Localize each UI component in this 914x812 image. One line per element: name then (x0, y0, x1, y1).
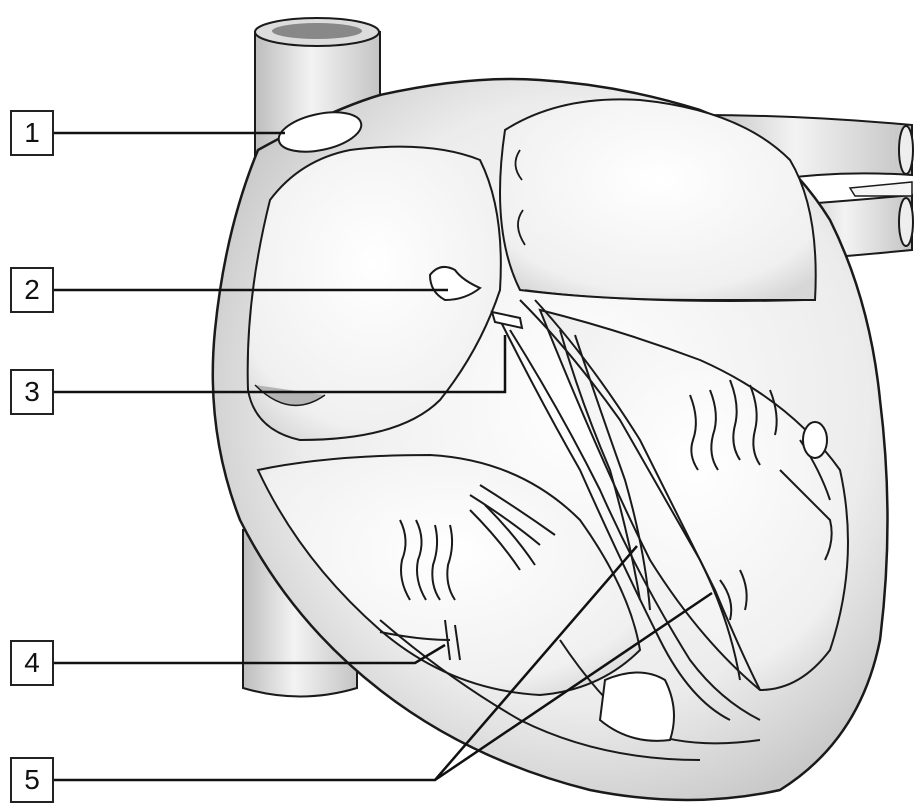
label-1: 1 (10, 110, 54, 156)
label-5: 5 (10, 757, 54, 803)
label-2: 2 (10, 267, 54, 313)
label-4: 4 (10, 640, 54, 686)
label-3: 3 (10, 369, 54, 415)
